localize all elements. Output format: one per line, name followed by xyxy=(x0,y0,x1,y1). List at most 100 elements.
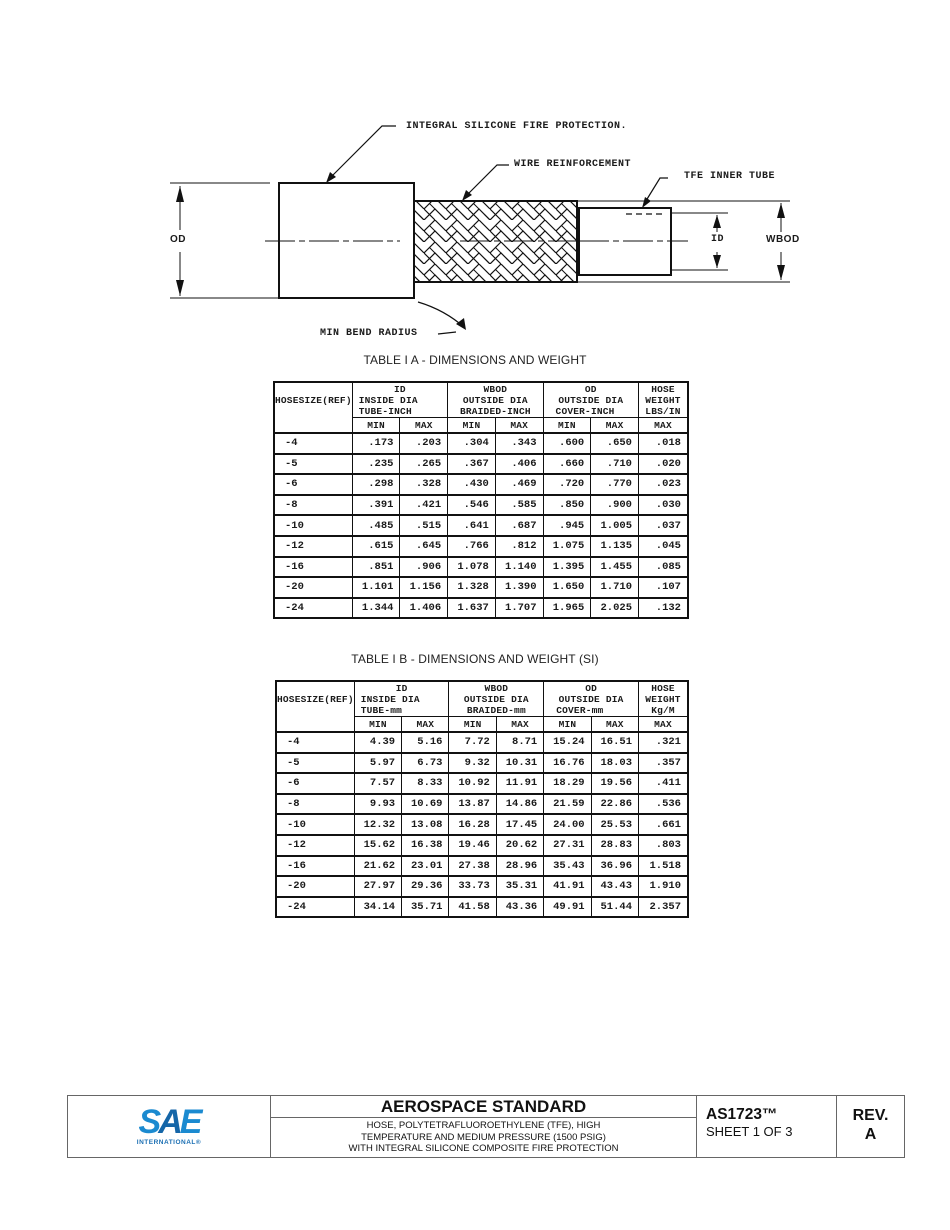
cell-wbod-min: 1.078 xyxy=(447,555,496,578)
cell-od-min: 41.91 xyxy=(543,875,592,898)
cell-wbod-max: .687 xyxy=(494,514,544,537)
cell-hose-size: -16 xyxy=(275,854,355,877)
cell-wbod-min: .641 xyxy=(447,514,496,537)
cell-weight-max: .045 xyxy=(638,534,689,558)
cell-weight-max: .018 xyxy=(638,432,689,455)
col-id-min: MIN xyxy=(351,417,401,434)
cell-id-min: .235 xyxy=(351,452,401,475)
cell-od-max: 22.86 xyxy=(590,792,640,815)
cell-od-max: 19.56 xyxy=(590,772,640,795)
cell-hose-size: -6 xyxy=(275,772,355,795)
cell-id-max: 35.71 xyxy=(401,895,450,918)
cell-wbod-min: 27.38 xyxy=(448,854,497,877)
cell-id-min: 34.14 xyxy=(353,895,403,918)
cell-hose-size: -5 xyxy=(275,751,355,774)
cell-od-max: .650 xyxy=(590,432,639,455)
cell-hose-size: -16 xyxy=(273,555,353,578)
col-od-min: MIN xyxy=(543,716,592,733)
cell-wbod-min: .367 xyxy=(447,452,496,475)
cell-wbod-min: 1.328 xyxy=(447,576,496,599)
cell-weight-max: 2.357 xyxy=(638,895,689,918)
cell-weight-max: .107 xyxy=(638,576,689,599)
revision-label: REV. xyxy=(852,1107,889,1124)
cell-hose-size: -4 xyxy=(273,432,353,455)
cell-id-min: .851 xyxy=(351,555,401,578)
cell-weight-max: .661 xyxy=(638,813,689,836)
cell-id-min: .298 xyxy=(351,473,401,496)
table-row: -8.391.421.546.585.850.900.030 xyxy=(273,493,689,516)
cell-wbod-min: 33.73 xyxy=(448,875,497,898)
cell-wbod-min: 7.72 xyxy=(448,731,497,754)
cell-wbod-max: .343 xyxy=(494,432,544,455)
cell-id-min: 7.57 xyxy=(353,772,403,795)
cell-id-min: 1.344 xyxy=(351,596,401,619)
cell-id-min: 27.97 xyxy=(353,875,403,898)
cell-wbod-max: .469 xyxy=(494,473,544,496)
cell-wbod-max: 14.86 xyxy=(495,792,545,815)
cell-id-max: 13.08 xyxy=(401,813,450,836)
cell-id-max: 6.73 xyxy=(401,751,450,774)
cell-wbod-min: 13.87 xyxy=(448,792,497,815)
cell-od-max: 1.710 xyxy=(590,576,639,599)
cell-id-max: 16.38 xyxy=(401,833,450,857)
cell-hose-size: -8 xyxy=(273,493,353,516)
label-wbod: WBOD xyxy=(766,234,800,245)
col-wbod-min: MIN xyxy=(447,417,496,434)
cell-hose-size: -8 xyxy=(275,792,355,815)
cell-hose-size: -20 xyxy=(273,576,353,599)
col-hose-size: HOSESIZE(REF) xyxy=(275,680,355,733)
col-od-max: MAX xyxy=(590,716,640,733)
cell-od-max: 43.43 xyxy=(590,875,640,898)
cell-od-max: 28.83 xyxy=(590,833,640,857)
cell-id-max: 8.33 xyxy=(401,772,450,795)
col-weight-max: MAX xyxy=(638,417,689,434)
cell-od-min: 21.59 xyxy=(543,792,592,815)
cell-wbod-max: 35.31 xyxy=(495,875,545,898)
cell-id-max: 5.16 xyxy=(401,731,450,754)
cell-id-min: .391 xyxy=(351,493,401,516)
cell-od-max: .710 xyxy=(590,452,639,475)
cell-od-min: 1.965 xyxy=(542,596,592,619)
col-od-max: MAX xyxy=(590,417,639,434)
cell-id-max: .645 xyxy=(399,534,449,558)
col-id-min: MIN xyxy=(353,716,403,733)
cell-od-max: 1.135 xyxy=(590,534,639,558)
cell-hose-size: -6 xyxy=(273,473,353,496)
label-od: OD xyxy=(170,234,186,245)
cell-od-max: 25.53 xyxy=(590,813,640,836)
col-id-max: MAX xyxy=(399,417,449,434)
hose-drawing xyxy=(170,125,790,335)
document-number-cell: AS1723™ SHEET 1 OF 3 xyxy=(697,1096,837,1157)
cell-od-min: 1.650 xyxy=(542,576,592,599)
sheet-number: SHEET 1 OF 3 xyxy=(706,1124,793,1139)
label-id: ID xyxy=(711,234,725,245)
cell-weight-max: .020 xyxy=(638,452,689,475)
cell-od-min: 35.43 xyxy=(543,854,592,877)
label-min-bend-radius: MIN BEND RADIUS xyxy=(320,328,418,339)
table-a-title: TABLE I A - DIMENSIONS AND WEIGHT xyxy=(363,353,587,367)
cell-id-min: .485 xyxy=(351,514,401,537)
cell-weight-max: .023 xyxy=(638,473,689,496)
cell-od-max: 18.03 xyxy=(590,751,640,774)
cell-weight-max: .411 xyxy=(638,772,689,795)
cell-weight-max: 1.910 xyxy=(638,875,689,898)
table-row: -6.298.328.430.469.720.770.023 xyxy=(273,473,689,496)
cell-wbod-min: 16.28 xyxy=(448,813,497,836)
cell-weight-max: .536 xyxy=(638,792,689,815)
cell-wbod-max: 8.71 xyxy=(495,731,545,754)
cell-id-max: .906 xyxy=(399,555,449,578)
